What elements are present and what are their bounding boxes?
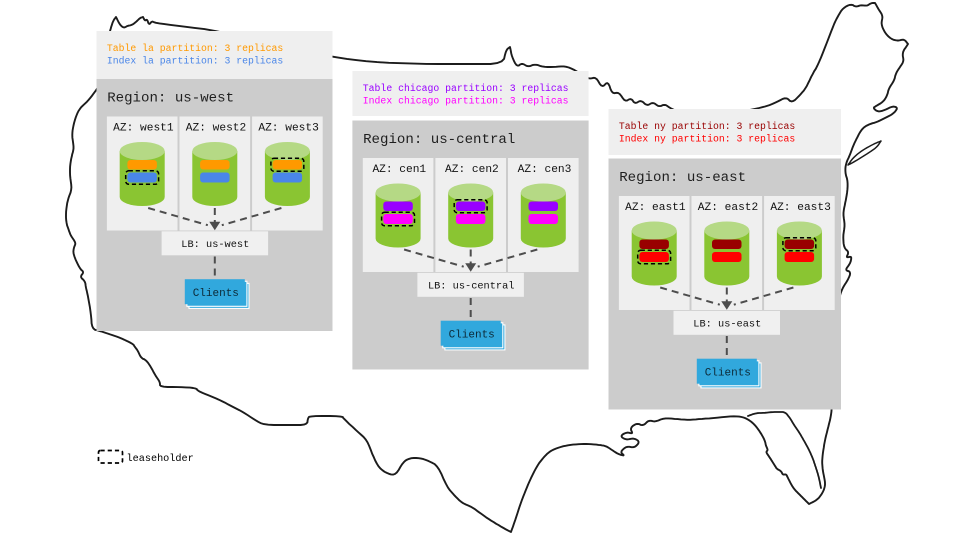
svg-text:Clients: Clients (193, 288, 239, 300)
svg-text:Region: us-central: Region: us-central (363, 132, 515, 148)
svg-text:AZ: east2: AZ: east2 (698, 202, 758, 214)
svg-text:AZ: west1: AZ: west1 (113, 123, 174, 135)
svg-text:AZ: cen3: AZ: cen3 (518, 164, 572, 176)
svg-text:Table chicago partition: 3 rep: Table chicago partition: 3 replicas (363, 83, 569, 94)
svg-text:AZ: west2: AZ: west2 (186, 123, 246, 135)
svg-text:LB: us-east: LB: us-east (693, 319, 761, 331)
svg-text:LB: us-west: LB: us-west (181, 239, 249, 251)
svg-text:Clients: Clients (449, 329, 495, 341)
svg-text:Table la partition: 3 replicas: Table la partition: 3 replicas (107, 43, 283, 54)
svg-text:Region: us-west: Region: us-west (107, 90, 234, 106)
svg-text:AZ: west3: AZ: west3 (258, 123, 318, 135)
svg-text:leaseholder: leaseholder (127, 453, 194, 465)
svg-text:LB: us-central: LB: us-central (428, 281, 515, 293)
svg-text:AZ: east3: AZ: east3 (770, 202, 830, 214)
svg-text:Index chicago partition: 3 rep: Index chicago partition: 3 replicas (363, 96, 569, 107)
svg-text:Clients: Clients (705, 367, 751, 379)
svg-text:Region: us-east: Region: us-east (619, 170, 746, 186)
svg-text:AZ: cen2: AZ: cen2 (445, 164, 499, 176)
svg-text:AZ: cen1: AZ: cen1 (372, 164, 426, 176)
svg-text:Index la partition: 3 replicas: Index la partition: 3 replicas (107, 56, 283, 67)
svg-text:Table ny partition: 3 replicas: Table ny partition: 3 replicas (619, 121, 795, 132)
svg-text:Index ny partition: 3 replicas: Index ny partition: 3 replicas (619, 134, 795, 145)
svg-text:AZ: east1: AZ: east1 (625, 202, 686, 214)
